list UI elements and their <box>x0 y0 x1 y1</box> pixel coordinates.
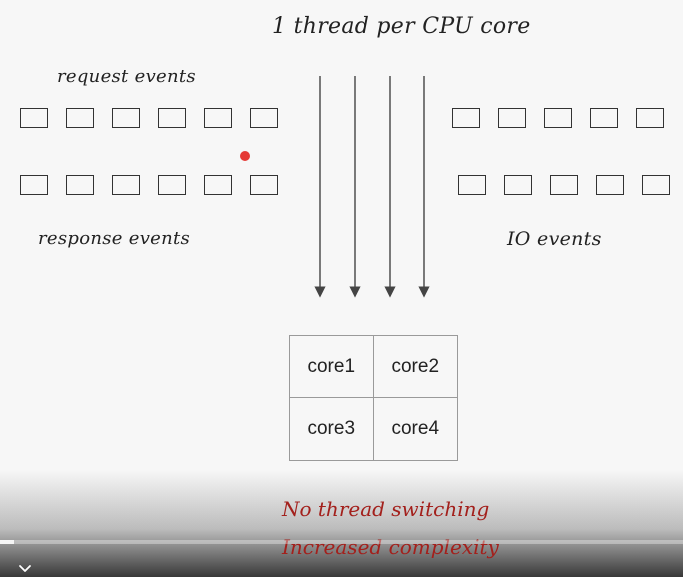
video-controls-gradient <box>0 470 683 577</box>
core-cell: core3 <box>290 398 374 460</box>
response-events-label: response events <box>38 228 191 249</box>
io-event-box <box>642 175 670 195</box>
request-event-box <box>158 108 186 128</box>
request-event-box <box>250 108 278 128</box>
io-event-box <box>636 108 664 128</box>
io-events-label: IO events <box>507 228 602 250</box>
request-events-label: request events <box>57 66 196 87</box>
request-event-box <box>66 108 94 128</box>
pointer-dot <box>240 151 250 161</box>
note-increased-complexity: Increased complexity <box>282 535 499 559</box>
response-event-box <box>204 175 232 195</box>
core-cell: core2 <box>373 336 457 398</box>
io-event-box <box>498 108 526 128</box>
io-event-box <box>590 108 618 128</box>
diagram-title: 1 thread per CPU core <box>272 14 531 39</box>
note-no-thread-switching: No thread switching <box>282 497 490 521</box>
io-event-box <box>504 175 532 195</box>
io-event-box <box>596 175 624 195</box>
io-event-box <box>550 175 578 195</box>
request-event-box <box>112 108 140 128</box>
response-event-box <box>20 175 48 195</box>
io-event-box <box>544 108 572 128</box>
video-progress-fill <box>0 540 14 544</box>
request-event-box <box>204 108 232 128</box>
video-progress-bar[interactable] <box>0 540 683 544</box>
response-event-box <box>66 175 94 195</box>
response-event-box <box>250 175 278 195</box>
request-event-box <box>20 108 48 128</box>
chevron-down-icon[interactable] <box>18 562 32 576</box>
io-event-box <box>452 108 480 128</box>
cpu-core-grid: core1 core2 core3 core4 <box>289 335 458 461</box>
core-cell: core1 <box>290 336 374 398</box>
io-event-box <box>458 175 486 195</box>
response-event-box <box>158 175 186 195</box>
response-event-box <box>112 175 140 195</box>
core-cell: core4 <box>391 418 440 439</box>
